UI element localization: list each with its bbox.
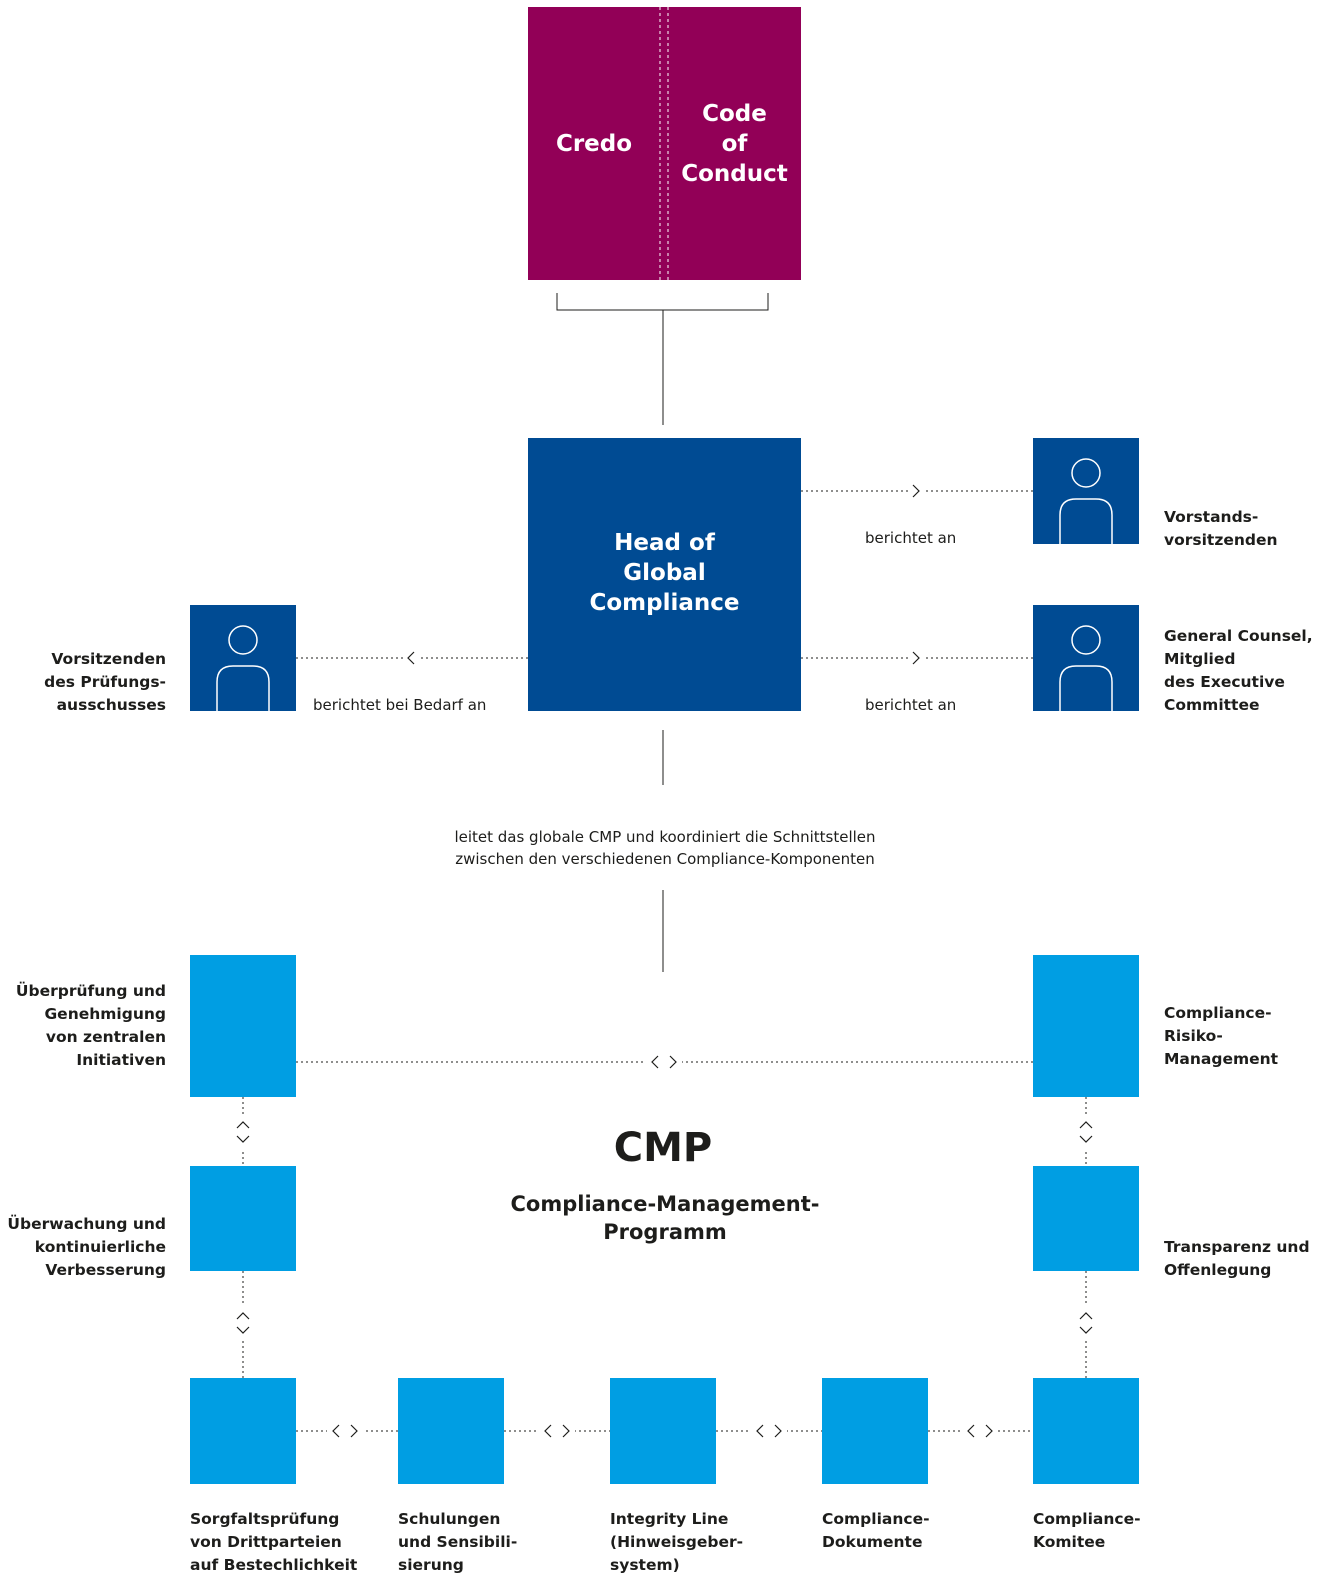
- credo-label: Credo: [555, 131, 633, 157]
- chevron-pair-icon: [1079, 1121, 1093, 1143]
- audit-relation: berichtet bei Bedarf an: [313, 696, 487, 714]
- ceo-relation: berichtet an: [865, 529, 957, 547]
- training-label: Schulungen und Sensibili- sierung: [398, 1510, 518, 1574]
- review-box: [190, 955, 296, 1097]
- ceo-label: Vorstands- vorsitzenden: [1164, 508, 1278, 549]
- person-icon: [1059, 625, 1113, 711]
- code-of-conduct-label: Code of Conduct: [681, 101, 788, 187]
- ceo-person-box: [1033, 438, 1139, 544]
- chevron-pair-icon: [236, 1312, 250, 1334]
- chevron-right-icon: [912, 651, 920, 665]
- lead-text: leitet das globale CMP und koordiniert d…: [454, 828, 876, 868]
- head-label: Head of Global Compliance: [589, 530, 740, 616]
- cmp-subtitle: Compliance-Management- Programm: [510, 1192, 820, 1244]
- chevron-pair-icon: [756, 1424, 782, 1438]
- counsel-relation: berichtet an: [865, 696, 957, 714]
- risk-box: [1033, 955, 1139, 1097]
- audit-person-box: [190, 605, 296, 711]
- integrity-box: [610, 1378, 716, 1484]
- transparency-box: [1033, 1166, 1139, 1271]
- person-icon: [216, 625, 270, 711]
- monitoring-label: Überwachung und kontinuierliche Verbesse…: [7, 1215, 166, 1279]
- person-icon: [1059, 458, 1113, 544]
- chevron-pair-icon: [967, 1424, 993, 1438]
- due-diligence-label: Sorgfaltsprüfung von Drittparteien auf B…: [190, 1510, 358, 1574]
- counsel-label: General Counsel, Mitglied des Executive …: [1164, 627, 1313, 714]
- head-of-global-compliance-box: Head of Global Compliance: [528, 438, 801, 711]
- chevron-pair-icon: [651, 1055, 677, 1069]
- integrity-label: Integrity Line (Hinweisgeber- system): [610, 1510, 744, 1574]
- bracket-connector: [556, 293, 769, 311]
- monitoring-box: [190, 1166, 296, 1271]
- due-diligence-box: [190, 1378, 296, 1484]
- cmp-title: CMP: [613, 1125, 713, 1171]
- counsel-person-box: [1033, 605, 1139, 711]
- chevron-pair-icon: [332, 1424, 358, 1438]
- chevron-left-icon: [407, 651, 415, 665]
- chevron-right-icon: [912, 484, 920, 498]
- chevron-pair-icon: [236, 1121, 250, 1143]
- committee-box: [1033, 1378, 1139, 1484]
- committee-label: Compliance- Komitee: [1033, 1510, 1141, 1551]
- chevron-pair-icon: [1079, 1312, 1093, 1334]
- audit-label: Vorsitzenden des Prüfungs- ausschusses: [44, 650, 166, 714]
- training-box: [398, 1378, 504, 1484]
- chevron-pair-icon: [544, 1424, 570, 1438]
- risk-label: Compliance- Risiko- Management: [1164, 1004, 1279, 1068]
- review-label: Überprüfung und Genehmigung von zentrale…: [15, 982, 166, 1069]
- documents-label: Compliance- Dokumente: [822, 1510, 930, 1551]
- documents-box: [822, 1378, 928, 1484]
- credo-code-box: Credo Code of Conduct: [528, 7, 801, 280]
- transparency-label: Transparenz und Offenlegung: [1164, 1238, 1310, 1279]
